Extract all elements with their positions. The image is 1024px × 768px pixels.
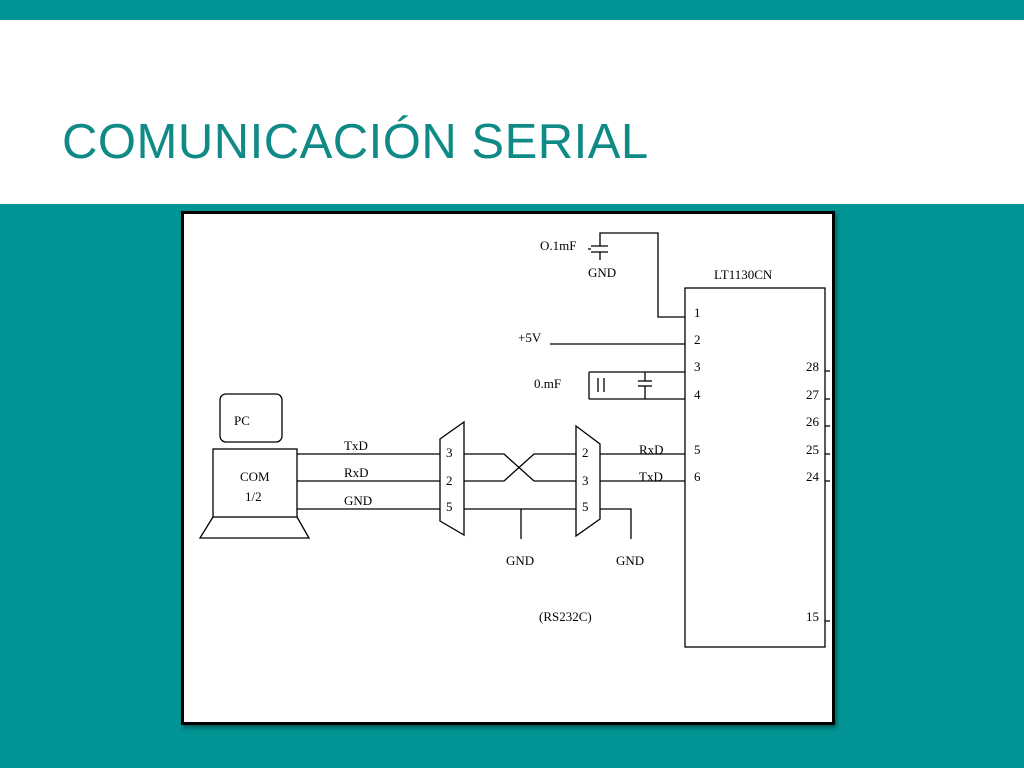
left-conn-pin-2: 2 [446, 473, 453, 488]
title-band [0, 20, 1024, 204]
pc-label: PC [234, 413, 250, 428]
cap-top-label: O.1mF [540, 238, 576, 253]
lt1130cn-chip [684, 287, 826, 648]
keyboard-base [198, 516, 311, 539]
com-box [212, 448, 298, 518]
right-conn-pin-3: 3 [582, 473, 589, 488]
top-accent-strip [0, 0, 1024, 20]
chip-txd-label: TxD [639, 469, 663, 484]
chip-pin-25: 25 [806, 442, 819, 457]
chip-pin-26: 26 [806, 414, 820, 429]
pc-txd-label: TxD [344, 438, 368, 453]
cap-top-gnd-label: GND [588, 265, 616, 280]
cap-mid-label: 0.mF [534, 376, 561, 391]
chip-pin-5: 5 [694, 442, 701, 457]
chip-rxd-label: RxD [639, 442, 664, 457]
left-conn-pin-5: 5 [446, 499, 453, 514]
chip-pin-27: 27 [806, 387, 820, 402]
com-label-line2: 1/2 [245, 489, 262, 504]
rs232-circuit-diagram: PC COM 1/2 TxD RxD GND 3 2 5 GND 2 3 5 R… [198, 232, 830, 648]
right-conn-pin-2: 2 [582, 445, 589, 460]
chip-pin-4: 4 [694, 387, 701, 402]
right-db-connector [575, 424, 601, 538]
chip-pin-1: 1 [694, 305, 701, 320]
cable-cross-2 [464, 453, 576, 482]
pc-gnd-label: GND [344, 493, 372, 508]
left-db-connector [439, 420, 465, 537]
chip-pin-3: 3 [694, 359, 701, 374]
gnd-label-2: GND [616, 553, 644, 568]
chip-pin-24: 24 [806, 469, 820, 484]
cable-cross-1 [464, 453, 576, 482]
chip-pin-28: 28 [806, 359, 819, 374]
vcc-label: +5V [518, 330, 542, 345]
right-conn-pin-5: 5 [582, 499, 589, 514]
pc-monitor [219, 393, 283, 443]
cap-top-wire-pin1 [599, 232, 685, 318]
chip-pin-6: 6 [694, 469, 701, 484]
pc-rxd-label: RxD [344, 465, 369, 480]
left-conn-pin-3: 3 [446, 445, 453, 460]
slide-title: COMUNICACIÓN SERIAL [62, 115, 649, 169]
chip-pin-2: 2 [694, 332, 701, 347]
circuit-diagram-frame: PC COM 1/2 TxD RxD GND 3 2 5 GND 2 3 5 R… [181, 211, 835, 725]
right-gnd-drop [600, 508, 632, 539]
gnd-label-1: GND [506, 553, 534, 568]
com-label-line1: COM [240, 469, 270, 484]
chip-name: LT1130CN [714, 267, 773, 282]
chip-pin-15: 15 [806, 609, 819, 624]
rs232-label: (RS232C) [539, 609, 592, 624]
